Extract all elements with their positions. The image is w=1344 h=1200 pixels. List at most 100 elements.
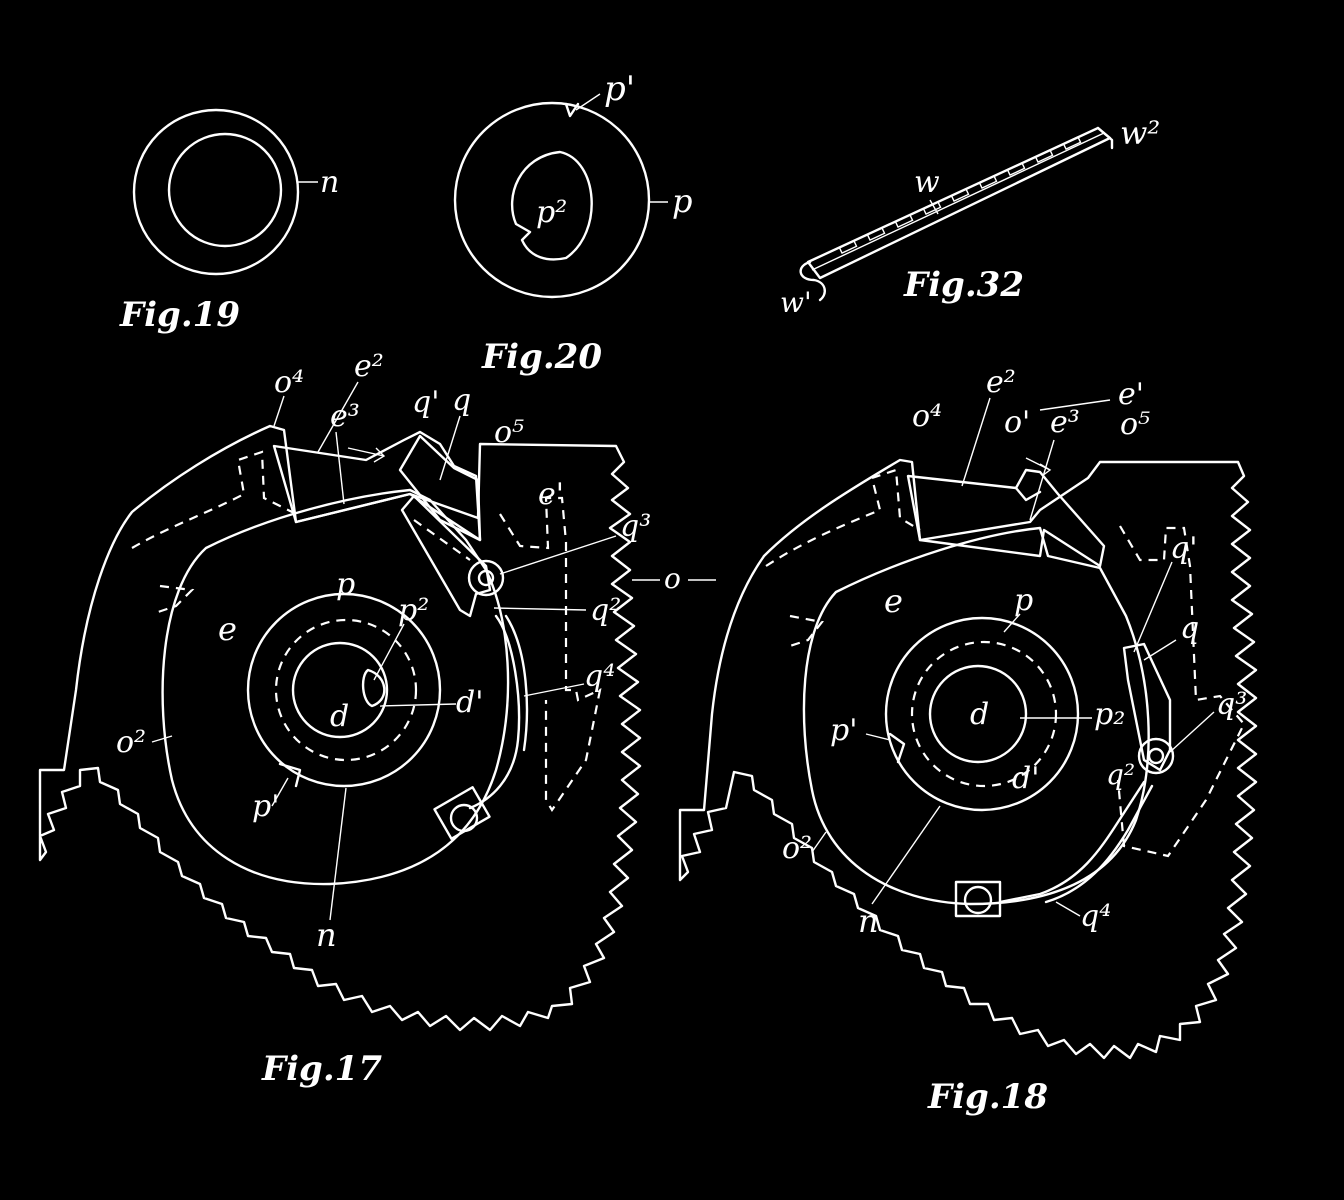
label-e3: e³ [1050,405,1080,440]
label-n: n [320,165,339,200]
label-o1: o' [1004,405,1030,440]
label-p2: p² [536,195,567,230]
shaft-d [928,664,1028,764]
roller [963,885,993,915]
pivot-q3 [467,559,505,597]
shaft-d [291,641,389,739]
housing-dashed-right [499,496,602,813]
roller-housing [954,880,1002,918]
housing-dashed-contour [765,468,921,648]
label-q2: q² [1106,758,1135,791]
label-e2: e² [354,349,384,384]
leader-line [493,607,587,611]
leader-line [1133,561,1173,653]
leader-line [1055,901,1081,917]
leader-line [929,199,939,215]
leader-line [871,805,941,905]
label-e2: e² [986,365,1016,400]
label-q: q [452,383,471,418]
dashed-circle [274,618,418,762]
ring-n [884,616,1080,812]
label-e1: e' [1118,377,1144,412]
disk-p [802,526,1150,906]
label-d: d [970,697,989,732]
label-q3: q³ [620,509,651,544]
figure-19-ring-n: n Fig.19 [119,108,339,335]
leader-line [499,535,617,575]
label-d1: d' [456,685,483,720]
label-w2: w² [1120,114,1160,152]
caption-fig19: Fig.19 [119,295,240,335]
label-p2: p₂ [1094,697,1125,732]
figure-20-ring-p: p' p² p Fig.20 [453,69,692,377]
leader-line [811,831,827,853]
label-q4: q⁴ [584,659,615,694]
label-q1: q' [412,385,439,420]
leader-line [379,703,457,707]
shared-label-o: o [632,562,716,595]
label-q3: q³ [1216,687,1247,722]
cam-plate-step [1014,486,1042,502]
leader-line [271,777,289,807]
strip-end-tab [1096,126,1114,150]
label-p: p [1014,583,1033,618]
spring-q4 [998,780,1154,904]
pivot-q3-pin [477,569,495,587]
ring-n [246,592,442,788]
ring-p-body [453,101,651,299]
strip-w-edge [811,132,1105,271]
housing-outline [678,458,1258,1060]
label-q2: q² [590,593,621,628]
key-d1 [361,668,386,708]
ring-n-bore [167,132,283,248]
label-n: n [316,916,337,954]
roller [449,803,479,833]
leader-line [373,623,405,681]
label-o2: o² [116,725,146,760]
notch-p1 [888,732,906,764]
strip-w [806,126,1112,280]
label-n: n [858,902,879,940]
housing-dashed-right [1116,525,1246,858]
leader-line [523,683,585,697]
caption-fig32: Fig.32 [903,265,1024,305]
leader-line [1143,639,1177,661]
pivot-q3 [1137,737,1175,775]
label-p1: p' [604,69,635,109]
notch-p1 [278,762,302,788]
label-p1: p' [830,713,857,748]
leader-line [317,381,359,453]
label-d1: d' [1012,761,1039,796]
caption-fig18: Fig.18 [927,1077,1048,1117]
housing-outline [38,424,642,1032]
label-e: e [884,582,903,620]
leader-line [151,735,173,743]
spring-q4 [468,614,529,810]
label-q4: q⁴ [1080,899,1111,934]
housing-dashed-contour [131,450,297,614]
ring-n-body [132,108,300,276]
label-o: o [664,562,681,595]
pivot-q3-pin [1147,747,1165,765]
label-p: p [672,182,692,220]
strip-slots [838,135,1082,255]
figure-18-mechanism: e² e' o⁴ o' e³ o⁵ q' q q³ e p p' d p₂ d'… [678,365,1258,1117]
disk-p [161,488,510,886]
label-o4: o⁴ [274,365,304,400]
pawl-lever [400,494,492,618]
label-w: w [914,165,940,200]
cam-plate-e [272,430,482,542]
label-p1: p' [252,789,279,824]
pawl-lever-dash [413,519,471,561]
leader-line [865,733,891,741]
label-e: e [218,610,237,648]
leader-line [1029,439,1055,521]
leader-line [273,395,285,427]
cam-plate-e [906,468,1106,568]
direction-arrow [347,447,386,463]
label-o4: o⁴ [912,399,942,434]
label-e1: e' [538,477,564,512]
label-q1: q' [1170,531,1197,566]
strip-end-curl [799,260,826,302]
